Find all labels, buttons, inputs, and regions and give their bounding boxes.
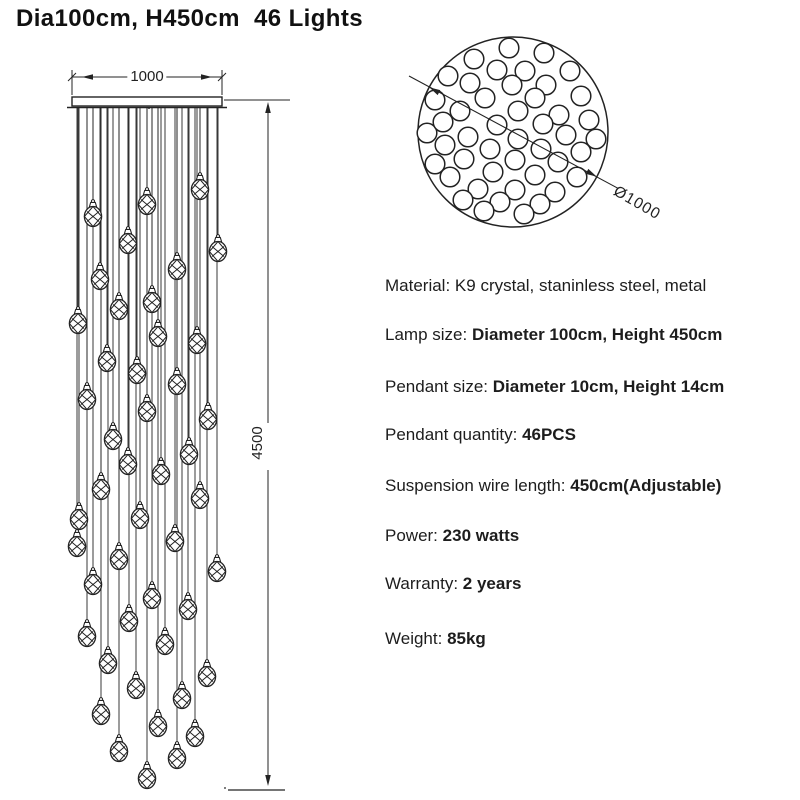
spec-label: Pendant size: [385, 377, 489, 396]
spec-row: Weight: 85kg [385, 629, 486, 649]
spec-value: 2 years [462, 574, 522, 593]
spec-row: Warranty: 2 years [385, 574, 521, 594]
spec-value: 85kg [447, 629, 486, 648]
page-title: Dia100cm, H450cm 46 Lights [16, 5, 363, 32]
spec-label: Material: [385, 276, 451, 295]
spec-value: 230 watts [442, 526, 520, 545]
spec-label: Pendant quantity: [385, 425, 518, 444]
spec-row: Lamp size: Diameter 100cm, Height 450cm [385, 325, 722, 345]
spec-value: Diameter 10cm, Height 14cm [492, 377, 725, 396]
spec-label: Suspension wire length: [385, 476, 566, 495]
spec-value: 46PCS [522, 425, 576, 444]
spec-label: Weight: [385, 629, 443, 648]
spec-value: 450cm(Adjustable) [570, 476, 722, 495]
spec-row: Power: 230 watts [385, 526, 519, 546]
spec-row: Material: K9 crystal, staninless steel, … [385, 276, 706, 296]
spec-value: K9 crystal, staninless steel, metal [454, 276, 707, 295]
spec-row: Pendant quantity: 46PCS [385, 425, 576, 445]
spec-label: Lamp size: [385, 325, 468, 344]
spec-label: Warranty: [385, 574, 459, 593]
spec-row: Pendant size: Diameter 10cm, Height 14cm [385, 377, 724, 397]
spec-value: Diameter 100cm, Height 450cm [471, 325, 723, 344]
spec-row: Suspension wire length: 450cm(Adjustable… [385, 476, 721, 496]
plate-width-dimension-label: 1000 [127, 68, 167, 86]
spec-label: Power: [385, 526, 438, 545]
